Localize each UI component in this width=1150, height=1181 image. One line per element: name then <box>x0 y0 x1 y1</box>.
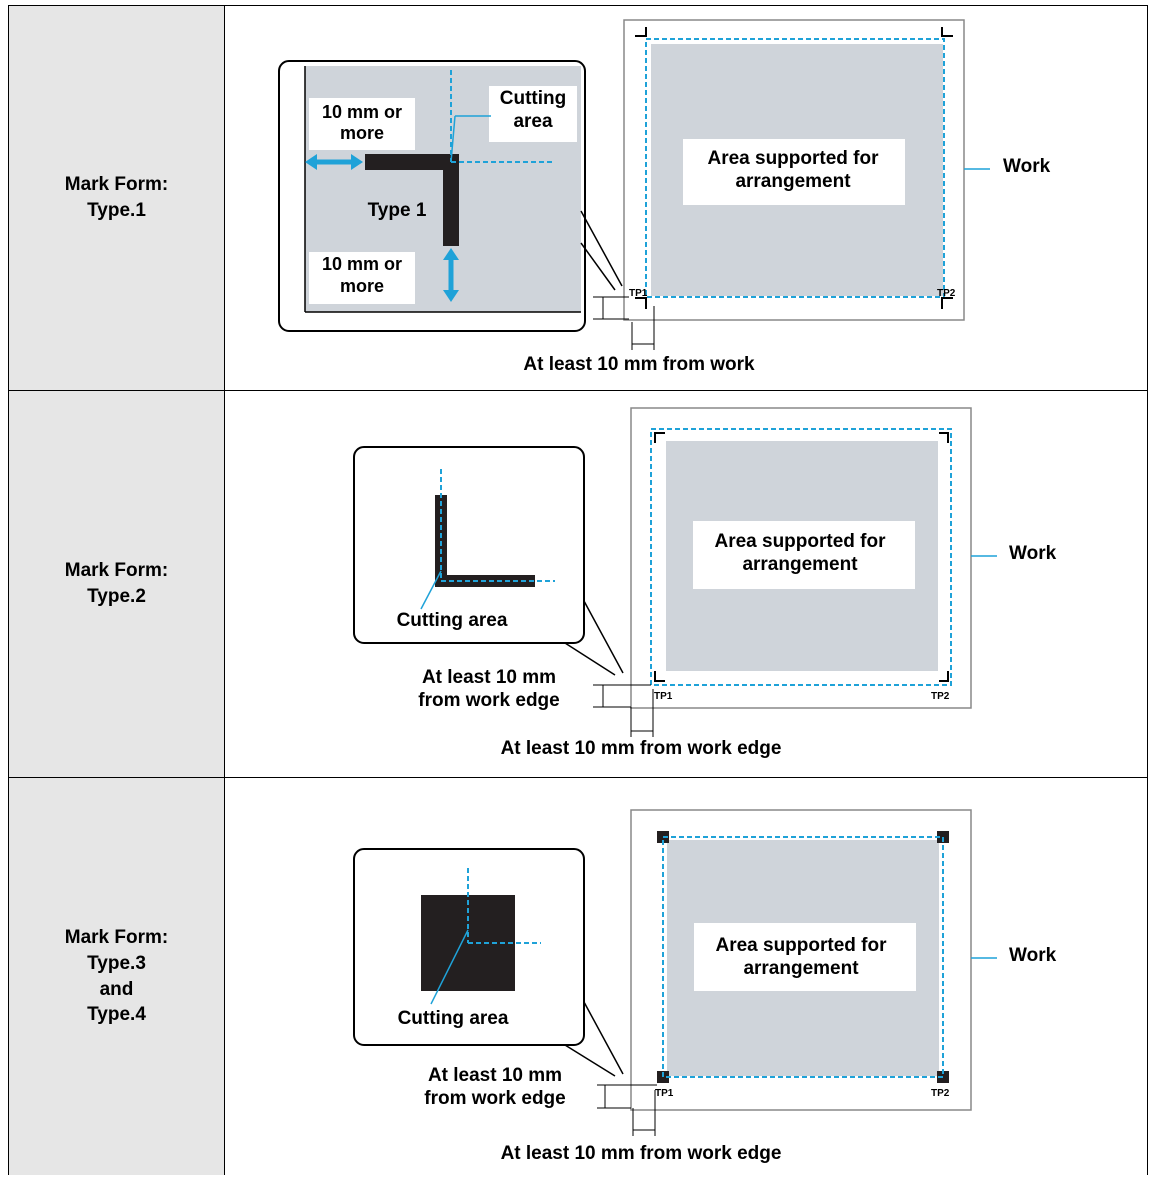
area-label-box <box>683 139 905 205</box>
tp2-label: TP2 <box>931 1088 950 1099</box>
figure-type2: Cutting area Area supported for arrangem… <box>225 391 1147 777</box>
label-line: Mark Form: <box>64 560 169 582</box>
inset-top-label: more <box>340 123 384 143</box>
bottom-note: At least 10 mm from work edge <box>501 738 782 759</box>
row-label: Mark Form: Type.3 and Type.4 <box>9 778 225 1175</box>
label-box <box>489 86 577 142</box>
row-type3-4: Mark Form: Type.3 and Type.4 Cutting are… <box>8 777 1148 1175</box>
work-label: Work <box>1009 945 1057 966</box>
label-line: Type.2 <box>87 586 146 607</box>
work-label: Work <box>1009 543 1057 564</box>
label-line: Type.3 <box>87 952 146 974</box>
inset-frame <box>353 446 585 644</box>
row-type2: Mark Form: Type.2 Cutting area <box>8 390 1148 778</box>
type1-mark <box>443 154 459 246</box>
area-label: Area supported for <box>714 531 886 552</box>
area-label-box <box>693 521 915 589</box>
type1-mark <box>365 154 459 170</box>
side-note: from work edge <box>424 1088 565 1109</box>
side-note: from work edge <box>418 690 559 711</box>
row-type1: Mark Form: Type.1 <box>8 5 1148 391</box>
side-note: At least 10 mm <box>422 667 556 688</box>
diagram-type1: 10 mm or more 10 mm or more Cutting area… <box>278 19 1051 375</box>
tp2-label: TP2 <box>931 691 950 702</box>
area-label: arrangement <box>735 171 851 192</box>
area-label: arrangement <box>742 554 858 575</box>
cutting-area-label: Cutting area <box>397 610 508 631</box>
figure-type1: 10 mm or more 10 mm or more Cutting area… <box>225 6 1147 390</box>
row-label: Mark Form: Type.2 <box>9 391 225 777</box>
label-box <box>309 98 415 150</box>
label-line: Type.4 <box>87 1004 146 1026</box>
cutting-boundary <box>650 428 952 686</box>
label-line: Mark Form: <box>64 174 169 196</box>
side-note: At least 10 mm <box>428 1065 562 1086</box>
area-label-box <box>694 923 916 991</box>
work-label: Work <box>1003 156 1051 177</box>
cutting-area-label: Cutting <box>500 88 566 109</box>
label-line: Type.1 <box>87 200 146 221</box>
cutting-boundary <box>645 38 945 298</box>
tp2-label: TP2 <box>937 288 956 299</box>
tp1-label: TP1 <box>654 691 673 702</box>
cutting-boundary <box>662 836 944 1078</box>
bottom-note: At least 10 mm from work edge <box>501 1143 782 1164</box>
cutting-area-label: area <box>513 111 553 132</box>
label-line: Mark Form: <box>64 927 169 949</box>
diagram-type3-4: Cutting area Area supported for arrangem… <box>353 809 1057 1164</box>
inset-top-label: 10 mm or <box>322 102 402 122</box>
label-line: and <box>99 978 134 1000</box>
cutting-area-label: Cutting area <box>398 1008 509 1029</box>
label-box <box>309 252 415 304</box>
type1-label: Type 1 <box>368 200 427 221</box>
inset-bottom-label: more <box>340 276 384 296</box>
area-label: Area supported for <box>707 148 879 169</box>
diagram-type2: Cutting area Area supported for arrangem… <box>353 407 1057 759</box>
area-label: arrangement <box>743 958 859 979</box>
area-label: Area supported for <box>715 935 887 956</box>
bottom-note: At least 10 mm from work <box>523 354 755 375</box>
inset-bottom-label: 10 mm or <box>322 254 402 274</box>
figure-type3-4: Cutting area Area supported for arrangem… <box>225 778 1147 1175</box>
tp1-label: TP1 <box>655 1088 674 1099</box>
row-label: Mark Form: Type.1 <box>9 6 225 390</box>
tp1-label: TP1 <box>629 288 648 299</box>
